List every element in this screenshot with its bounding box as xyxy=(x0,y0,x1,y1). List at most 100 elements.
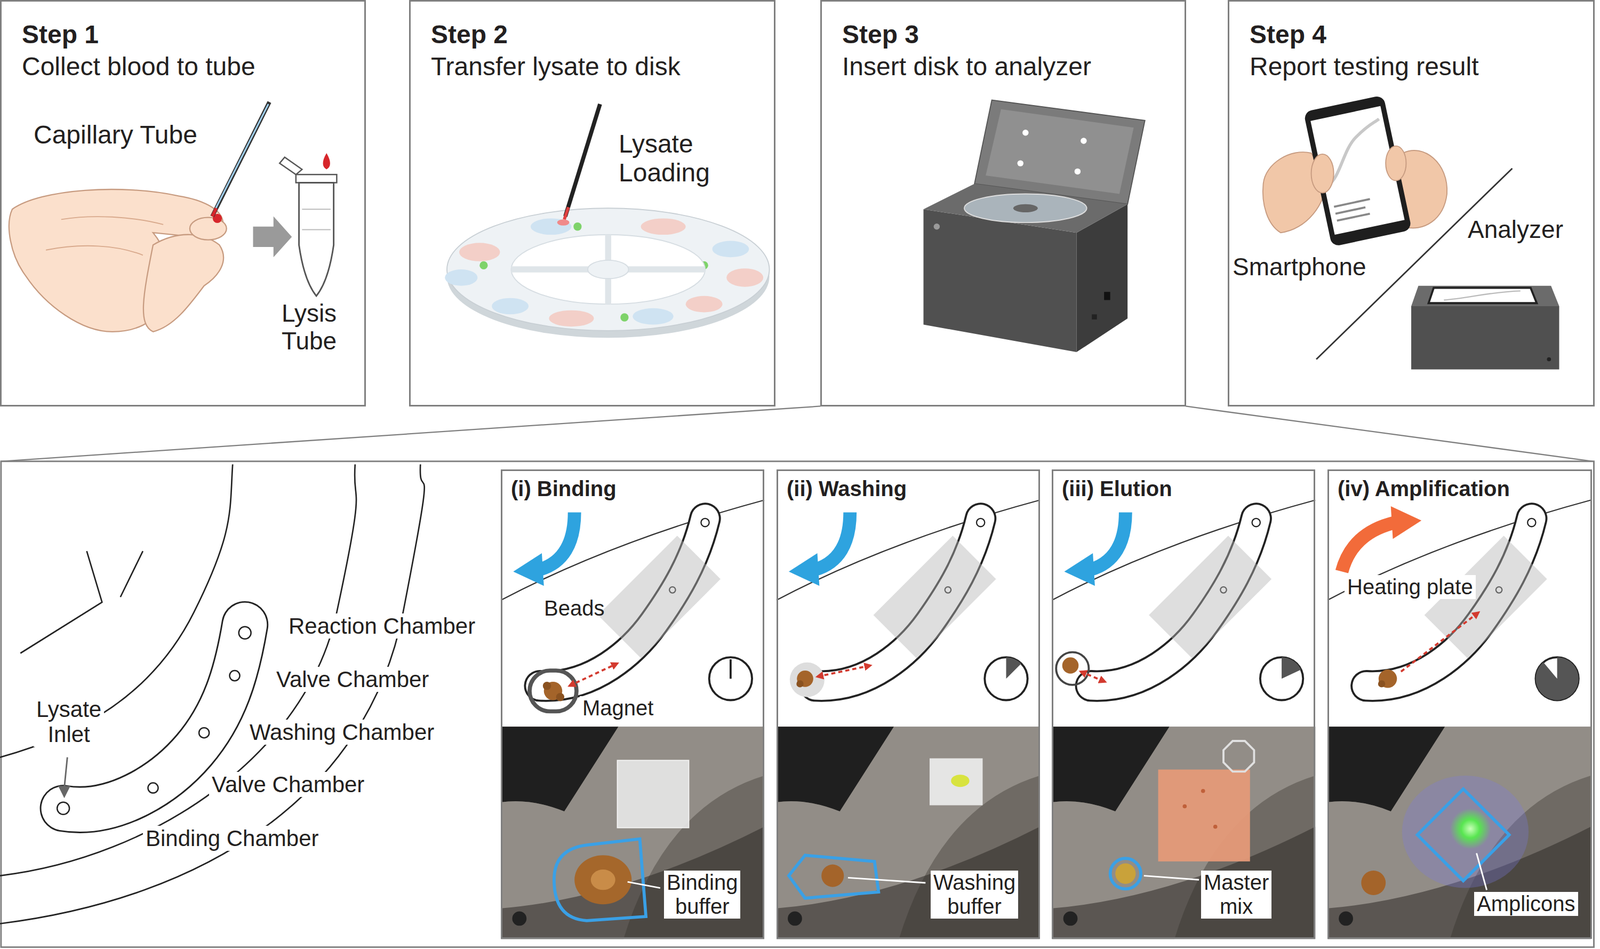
analyzer-illustration-part xyxy=(923,183,1128,233)
washing-stage-art-part xyxy=(788,512,851,586)
step-description: Insert disk to analyzer xyxy=(842,51,1165,82)
finger-prick-illustration-part xyxy=(45,245,143,255)
chip-layout-drawing-part xyxy=(0,464,425,924)
binding-stage-art-part xyxy=(513,512,575,586)
part-label: Heating plate xyxy=(1344,574,1476,599)
reagent-label: Washing buffer xyxy=(930,870,1019,919)
washing-stage-art-part xyxy=(950,774,970,787)
binding-stage-art-part xyxy=(627,881,661,888)
analyzer-illustration-part xyxy=(933,223,940,230)
disk-illustration-part xyxy=(726,268,764,287)
washing-stage-art-part xyxy=(848,877,926,883)
step-description: Report testing result xyxy=(1249,51,1573,82)
elution-stage-art-part xyxy=(1052,726,1316,939)
disk-illustration-part xyxy=(459,242,501,261)
result-illustration-part xyxy=(1303,94,1412,247)
disk-illustration-part xyxy=(573,222,582,231)
step-heading: Step 1 xyxy=(21,19,344,50)
amplification-stage-art-part xyxy=(1361,870,1386,895)
finger-prick-illustration-part xyxy=(143,234,224,332)
step-heading: Step 2 xyxy=(430,19,754,50)
washing-stage-art-part xyxy=(788,854,879,898)
finger-prick-illustration-part xyxy=(252,216,292,258)
inlet-label: Lysate Inlet xyxy=(33,696,104,747)
amplification-stage-art-part xyxy=(1535,657,1579,700)
result-illustration-part-part xyxy=(1335,206,1366,215)
finger-prick-illustration-part xyxy=(9,189,223,332)
step-panel: Step 3Insert disk to analyzer xyxy=(820,0,1187,407)
elution-stage-art-part xyxy=(1281,657,1301,679)
chip-layout-drawing-part xyxy=(238,626,252,639)
disk-illustration-part xyxy=(565,104,600,216)
binding-stage-art xyxy=(500,499,765,939)
result-illustration-part xyxy=(1311,154,1334,194)
elution-stage-art-part xyxy=(1110,858,1141,889)
finger-prick-illustration xyxy=(9,101,337,332)
result-illustration-part-part xyxy=(1333,197,1371,208)
analyzer-illustration-part xyxy=(985,109,1134,195)
disk-illustration-part xyxy=(548,310,594,327)
finger-prick-illustration-part xyxy=(279,157,302,175)
disk-illustration-part xyxy=(641,218,686,235)
stage-title: (i) Binding xyxy=(510,476,755,501)
binding-stage-art-part xyxy=(574,854,632,904)
analyzer-illustration-part xyxy=(964,194,1087,223)
disk-illustration-part xyxy=(685,296,723,313)
amplification-stage-art-part xyxy=(1402,775,1529,888)
analyzer-illustration-part xyxy=(1022,129,1029,136)
chip-layout-drawing-part xyxy=(198,727,210,738)
elution-stage-art-part xyxy=(1201,788,1206,794)
chip-layout-drawing-part xyxy=(57,802,70,815)
result-illustration-part xyxy=(1411,306,1559,370)
binding-stage-art-part xyxy=(556,692,565,701)
elution-stage-art-part xyxy=(1080,671,1106,682)
finger-prick-illustration-part xyxy=(301,208,331,210)
amplification-stage-art-part xyxy=(1390,506,1422,539)
binding-stage-art-part xyxy=(729,659,732,679)
binding-stage-art-part xyxy=(542,681,551,690)
stage-title: (ii) Washing xyxy=(786,476,1030,501)
stage-panel: (ii) Washing xyxy=(776,469,1040,939)
binding-stage-art-part xyxy=(569,663,618,686)
chip-layout-drawing-part xyxy=(120,550,143,597)
amplification-stage-art-part xyxy=(1378,680,1386,687)
washing-stage-art xyxy=(776,499,1040,939)
elution-stage-art-part xyxy=(1115,863,1136,884)
washing-stage-art-part xyxy=(776,726,1040,939)
disk-illustration-part xyxy=(564,206,569,220)
part-label: Magnet xyxy=(579,696,656,720)
chamber-label: Valve Chamber xyxy=(273,666,432,692)
step-description: Collect blood to tube xyxy=(21,51,344,82)
amplification-stage-art xyxy=(1327,499,1591,939)
elution-stage-art-part xyxy=(1158,769,1251,862)
part-label: Lysis Tube xyxy=(281,299,337,355)
disk-illustration-part xyxy=(479,261,488,270)
elution-stage-art-part xyxy=(1056,652,1089,685)
amplification-stage-art-part xyxy=(1417,788,1510,881)
step-heading: Step 3 xyxy=(842,19,1165,50)
binding-stage-art-part xyxy=(590,869,616,890)
analyzer-illustration-part xyxy=(923,209,1077,352)
chamber-label: Valve Chamber xyxy=(209,771,367,797)
washing-stage-art-part xyxy=(817,665,871,677)
washing-stage-art-part xyxy=(789,662,825,698)
disk-illustration-part xyxy=(587,260,629,279)
result-illustration-part xyxy=(1428,288,1538,304)
chip-layout-drawing xyxy=(0,464,425,924)
disk-illustration-part xyxy=(632,308,674,325)
analyzer-illustration-part xyxy=(1080,137,1087,144)
disk-illustration-part xyxy=(511,234,706,304)
callout-label: Lysate Loading xyxy=(618,129,710,188)
disk-illustration xyxy=(444,104,770,338)
analyzer-illustration-part xyxy=(1017,160,1024,166)
disk-illustration-part xyxy=(620,313,629,322)
elution-stage-art-part xyxy=(1213,824,1218,829)
analyzer-illustration-part xyxy=(1091,314,1098,320)
binding-stage-art-part xyxy=(500,726,765,939)
result-illustration-part xyxy=(1547,357,1552,362)
part-label: Beads xyxy=(544,596,605,621)
washing-stage-art-part xyxy=(929,758,983,806)
